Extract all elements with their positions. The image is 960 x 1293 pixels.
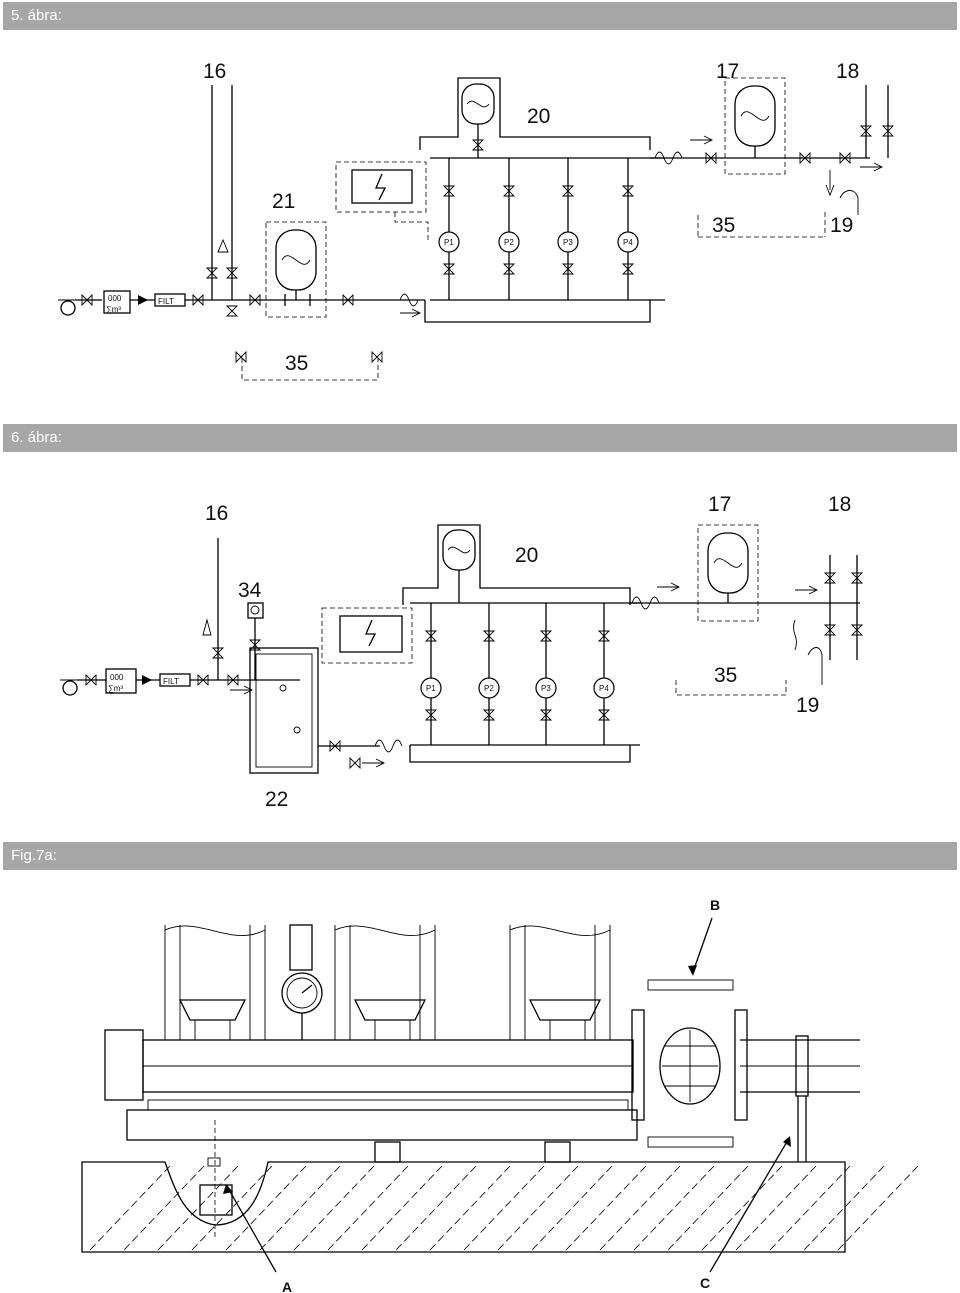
label-16-6: 16 — [205, 502, 228, 525]
pump-units — [164, 925, 611, 1041]
hatch-line — [735, 1165, 817, 1251]
hatch-line — [769, 1165, 851, 1251]
figure-7a-title: Fig.7a: — [3, 842, 957, 870]
pipe-support-c — [795, 1035, 809, 1162]
hatch-line — [191, 1165, 273, 1251]
fig6-pump-3: P3 — [535, 603, 557, 745]
inlet-assembly: 000 ∑m³ FILT — [58, 290, 265, 316]
hatch-line — [361, 1165, 443, 1251]
pump-label: P4 — [623, 238, 633, 247]
pump-label: P3 — [541, 684, 551, 693]
label-17-6: 17 — [708, 493, 731, 516]
fig5-pump-4: P4 — [617, 158, 639, 300]
filter-label-6: FILT — [163, 677, 179, 686]
vessel-21 — [265, 221, 340, 318]
label-34: 34 — [238, 579, 262, 602]
compensator-b — [631, 979, 748, 1148]
inlet-assembly-6: 000 ∑m³ FILT — [60, 668, 270, 696]
tank-22 — [249, 647, 386, 774]
label-17: 17 — [716, 60, 739, 83]
hatch-line — [157, 1165, 239, 1251]
foundation — [81, 1161, 919, 1253]
hatch-line — [803, 1165, 885, 1251]
figure-5-title: 5. ábra: — [3, 2, 957, 30]
figure-5-diagram: 000 ∑m³ FILT 16 21 — [58, 60, 895, 381]
fig5-pump-2: P2 — [498, 158, 520, 300]
label-c: C — [700, 1275, 710, 1291]
pump-label: P1 — [426, 684, 436, 693]
hatch-line — [293, 1165, 375, 1251]
control-box-6 — [321, 607, 413, 664]
label-35a: 35 — [712, 214, 735, 237]
hatch-line — [701, 1165, 783, 1251]
label-22: 22 — [265, 788, 288, 811]
hatch-line — [327, 1165, 409, 1251]
control-box — [335, 161, 429, 240]
pump-station-6 — [402, 524, 640, 763]
hatch-line — [633, 1165, 715, 1251]
label-35b: 35 — [285, 352, 308, 375]
hatch-line — [531, 1165, 613, 1251]
label-18: 18 — [836, 60, 859, 83]
figure-7a-drawing: B A C — [81, 897, 919, 1293]
hatch-line — [599, 1165, 681, 1251]
hatch-line — [395, 1165, 477, 1251]
label-21: 21 — [272, 190, 295, 213]
anchors — [199, 1120, 571, 1240]
label-a: A — [282, 1279, 292, 1293]
outlet-assembly — [650, 77, 895, 238]
fig5-pump-3: P3 — [557, 158, 579, 300]
pump-label: P4 — [599, 684, 609, 693]
pump-label: P1 — [444, 238, 454, 247]
outlet-assembly-6 — [630, 524, 864, 696]
meter-bottom-label: ∑m³ — [106, 305, 121, 314]
label-18-6: 18 — [828, 493, 851, 516]
fig6-pump-4: P4 — [593, 603, 615, 745]
line-16 — [205, 85, 239, 317]
fig5-pump-1: P1 — [438, 158, 460, 300]
hatch-line — [225, 1165, 307, 1251]
label-19-6: 19 — [796, 694, 819, 717]
pump-label: P2 — [484, 684, 494, 693]
meter-bottom-label-6: ∑m³ — [108, 684, 123, 693]
fig6-pump-2: P2 — [478, 603, 500, 745]
label-b: B — [710, 897, 720, 913]
figure-6-title: 6. ábra: — [3, 424, 957, 452]
hatch-line — [429, 1165, 511, 1251]
figure-6-diagram: 000 ∑m³ FILT 16 34 22 — [60, 493, 864, 811]
base-frame — [126, 1099, 638, 1141]
sensor-34 — [247, 602, 264, 680]
label-20-6: 20 — [515, 544, 538, 567]
hatch-line — [89, 1165, 171, 1251]
hatch-line — [463, 1165, 545, 1251]
hatch-line — [837, 1165, 919, 1251]
pump-label: P3 — [563, 238, 573, 247]
fig6-pump-1: P1 — [420, 603, 442, 745]
label-35-6: 35 — [714, 664, 737, 687]
group-35 — [241, 358, 379, 381]
hatch-line — [497, 1165, 579, 1251]
hatch-line — [565, 1165, 647, 1251]
pressure-gauge — [281, 924, 323, 1040]
pump-label: P2 — [504, 238, 514, 247]
label-20: 20 — [527, 105, 550, 128]
label-19: 19 — [830, 214, 853, 237]
meter-top-label: 000 — [108, 294, 122, 303]
pump-station — [419, 77, 665, 323]
label-16: 16 — [203, 60, 226, 83]
meter-top-label-6: 000 — [110, 673, 124, 682]
hatch-line — [123, 1165, 205, 1251]
hatch-line — [667, 1165, 749, 1251]
filter-label: FILT — [158, 297, 174, 306]
hatch-line — [259, 1165, 341, 1251]
